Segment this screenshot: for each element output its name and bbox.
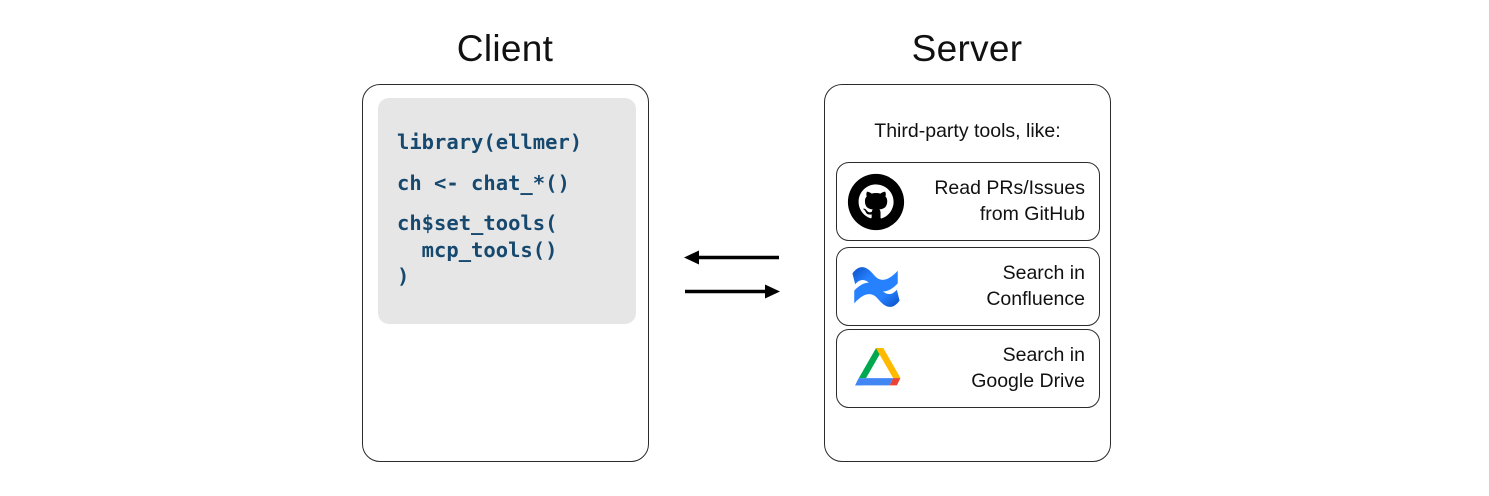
arrow-client-to-server (685, 284, 780, 299)
tool-card-github[interactable]: Read PRs/Issues from GitHub (836, 162, 1100, 241)
arrow-server-to-client (684, 250, 779, 265)
code-line-5: ) (397, 264, 410, 288)
confluence-icon (852, 266, 900, 307)
arrow-group (684, 250, 780, 299)
google-drive-icon (855, 347, 901, 385)
code-line-4: mcp_tools() (397, 237, 558, 262)
code-line-1: library(ellmer) (397, 130, 583, 154)
tool-label-google-drive: Search in Google Drive (971, 343, 1085, 392)
code-line-3: ch$set_tools( (397, 211, 558, 235)
server-heading: Server (911, 28, 1023, 69)
tool-label-github: Read PRs/Issues from GitHub (934, 176, 1085, 225)
client-heading: Client (456, 28, 554, 69)
server-tools-caption: Third-party tools, like: (874, 120, 1061, 142)
tool-card-google-drive[interactable]: Search in Google Drive (836, 329, 1100, 408)
code-block: library(ellmer) ch <- chat_*() ch$set_to… (378, 98, 636, 324)
tool-label-confluence: Search in Confluence (986, 261, 1085, 310)
code-line-2: ch <- chat_*() (397, 170, 570, 195)
server-panel: Third-party tools, like: Read PRs/Issues… (824, 84, 1111, 462)
github-icon (847, 173, 905, 230)
client-panel: library(ellmer) ch <- chat_*() ch$set_to… (362, 84, 649, 462)
tool-card-confluence[interactable]: Search in Confluence (836, 247, 1100, 326)
